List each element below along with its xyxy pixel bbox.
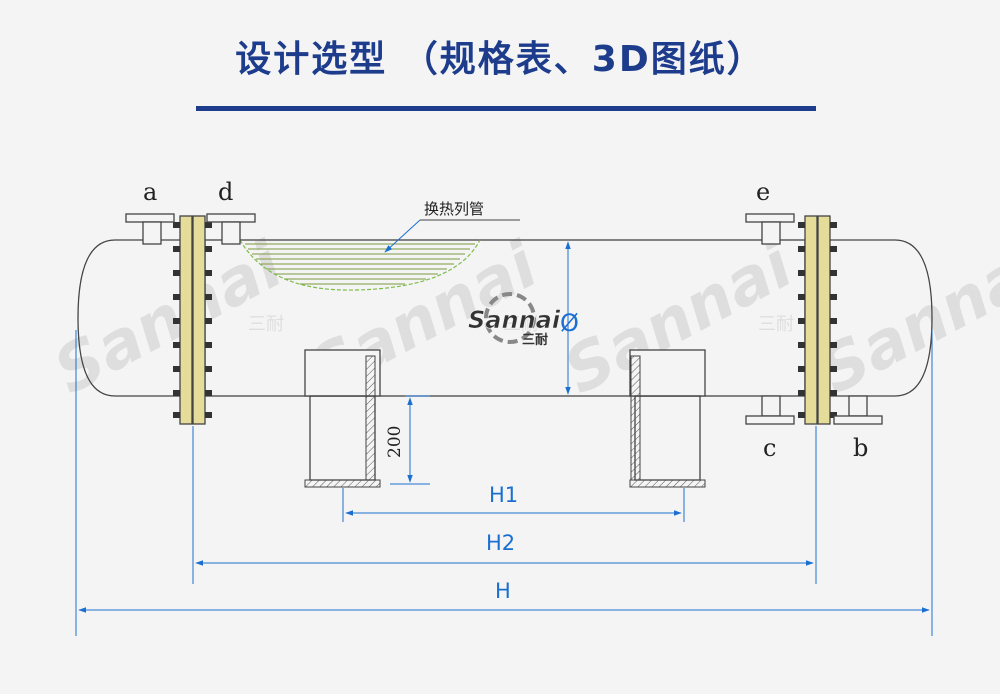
logo-text-cn: 三耐 (522, 332, 548, 348)
nozzle-a (125, 213, 175, 245)
dim-h-label: H (495, 579, 511, 603)
dim-diameter-label: Ø (560, 309, 579, 337)
tube-cut-line (239, 239, 481, 291)
dim-h2 (192, 426, 817, 584)
label-nozzle-d: d (218, 178, 233, 206)
left-flange (173, 215, 212, 425)
label-nozzle-e: e (756, 178, 770, 206)
label-nozzle-a: a (143, 178, 157, 206)
tube-bundle (245, 243, 475, 285)
right-flange (798, 215, 837, 425)
left-saddle-support (304, 349, 381, 488)
dim-support-height-label: 200 (385, 426, 405, 458)
dim-h1-label: H1 (489, 483, 518, 507)
dim-h1 (342, 488, 685, 522)
dim-support-height (390, 395, 430, 485)
dim-h (75, 330, 933, 636)
right-saddle-support (629, 349, 706, 488)
watermark-cn: 三耐 (248, 314, 284, 335)
title-underline (196, 106, 816, 111)
dim-h2-label: H2 (486, 531, 515, 555)
nozzle-c (745, 395, 795, 425)
sannai-logo: Sannai 三耐 (468, 292, 561, 348)
page-title: 设计选型 （规格表、3D图纸） (235, 39, 765, 80)
nozzle-e (745, 213, 795, 245)
logo-text: Sannai (468, 306, 561, 334)
nozzle-d (206, 213, 256, 245)
watermark-cn: 三耐 (503, 314, 539, 335)
right-end-cap (830, 239, 933, 397)
callout-tubes: 换热列管 (424, 200, 484, 218)
label-nozzle-b: b (853, 434, 868, 462)
left-end-cap (77, 239, 180, 397)
callout-leader (384, 219, 421, 253)
nozzle-b (833, 395, 883, 425)
watermark-cn: 三耐 (758, 314, 794, 335)
label-nozzle-c: c (763, 434, 776, 462)
